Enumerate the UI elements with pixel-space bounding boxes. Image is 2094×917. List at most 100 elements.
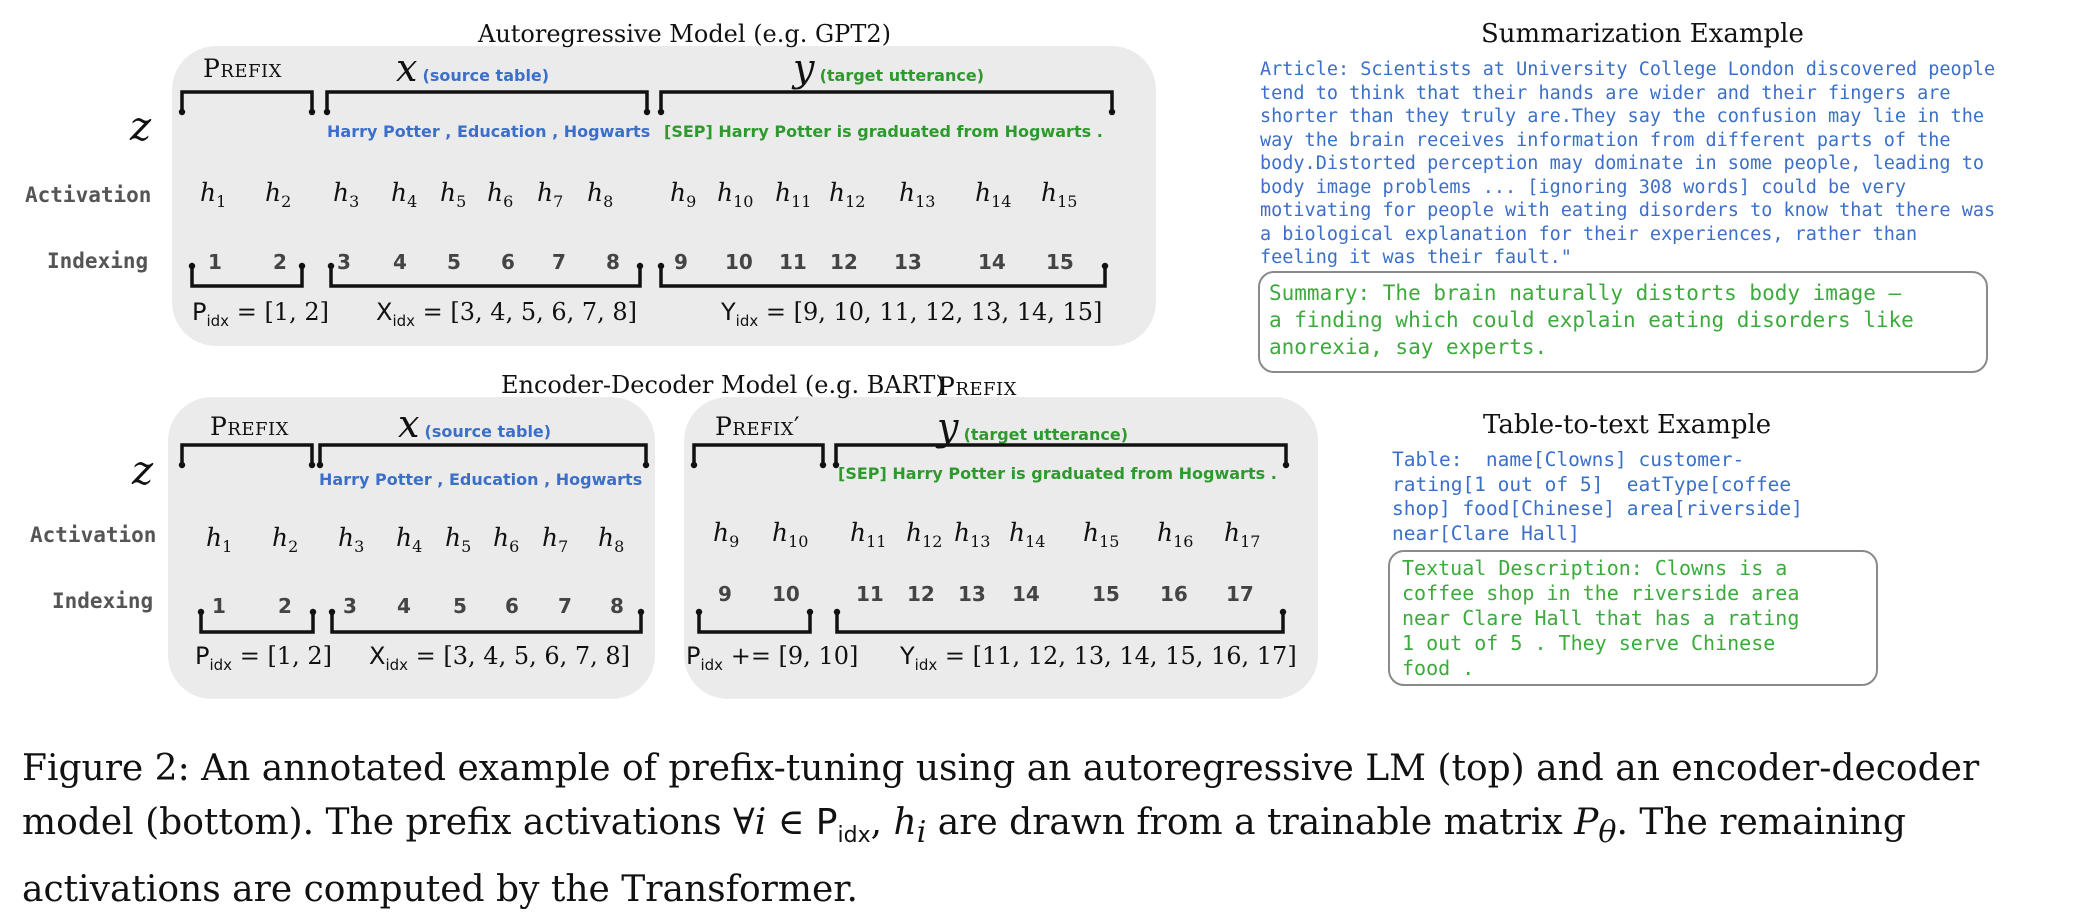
enc-prefix-label: Prefix bbox=[210, 412, 289, 441]
enc-x-heading: x (source table) bbox=[398, 402, 551, 446]
top-x-idx: Xidx = [3, 4, 5, 6, 7, 8] bbox=[376, 298, 638, 330]
activation-h8: h8 bbox=[598, 523, 625, 556]
index-7: 7 bbox=[558, 594, 572, 618]
table2text-heading: Table-to-text Example bbox=[1483, 410, 1772, 440]
index-6: 6 bbox=[505, 594, 519, 618]
top-prefix-bracket-end bbox=[308, 108, 316, 116]
enc-prefix-index-bracket-end bbox=[197, 608, 205, 616]
activation-h5: h5 bbox=[440, 178, 467, 211]
index-3: 3 bbox=[337, 250, 351, 274]
index-7: 7 bbox=[552, 250, 566, 274]
index-11: 11 bbox=[856, 582, 884, 606]
top-activation-label: Activation bbox=[25, 183, 152, 207]
enc-x-index-bracket bbox=[330, 612, 643, 634]
activation-h7: h7 bbox=[537, 178, 564, 211]
activation-h11: h11 bbox=[775, 178, 812, 211]
index-8: 8 bbox=[606, 250, 620, 274]
activation-h13: h13 bbox=[899, 178, 936, 211]
dec-y-index-bracket-end bbox=[1279, 608, 1287, 616]
enc-prefix-bracket bbox=[180, 443, 314, 465]
dec-y-idx: Yidx = [11, 12, 13, 14, 15, 16, 17] bbox=[900, 642, 1297, 674]
activation-h12: h12 bbox=[829, 178, 866, 211]
dec-prefix-index-bracket-end bbox=[695, 608, 703, 616]
index-2: 2 bbox=[273, 250, 287, 274]
autoregressive-panel bbox=[172, 46, 1156, 346]
index-4: 4 bbox=[393, 250, 407, 274]
activation-h15: h15 bbox=[1041, 178, 1078, 211]
index-14: 14 bbox=[978, 250, 1006, 274]
enc-x-index-bracket-end bbox=[637, 608, 645, 616]
autoregressive-title: Autoregressive Model (e.g. GPT2) bbox=[478, 20, 891, 48]
dec-y-bracket bbox=[834, 443, 1288, 465]
dec-y-var: y bbox=[937, 405, 959, 449]
index-9: 9 bbox=[674, 250, 688, 274]
top-x-var: x bbox=[396, 46, 418, 90]
description-box bbox=[1388, 550, 1878, 686]
top-source-tokens: Harry Potter , Education , Hogwarts bbox=[327, 122, 651, 141]
top-x-heading: x (source table) bbox=[396, 46, 549, 90]
table2text-description: Textual Description: Clowns is a coffee … bbox=[1402, 556, 1800, 680]
bottom-activation-label: Activation bbox=[30, 523, 157, 547]
index-4: 4 bbox=[397, 594, 411, 618]
activation-h6: h6 bbox=[493, 523, 520, 556]
activation-h13: h13 bbox=[954, 518, 991, 551]
activation-h11: h11 bbox=[850, 518, 887, 551]
activation-h10: h10 bbox=[717, 178, 754, 211]
encdec-title: Encoder-Decoder Model (e.g. BART) bbox=[501, 371, 945, 399]
enc-x-bracket bbox=[318, 443, 648, 465]
index-14: 14 bbox=[1012, 582, 1040, 606]
enc-prefix-bracket-end bbox=[178, 461, 186, 469]
top-y-idx: Yidx = [9, 10, 11, 12, 13, 14, 15] bbox=[721, 298, 1103, 330]
summarization-article: Article: Scientists at University Colleg… bbox=[1260, 59, 1996, 268]
activation-h17: h17 bbox=[1224, 518, 1261, 551]
activation-h14: h14 bbox=[975, 178, 1012, 211]
dec-prefix-label: Prefix′ bbox=[715, 412, 801, 441]
enc-x-bracket-end bbox=[642, 461, 650, 469]
activation-h5: h5 bbox=[445, 523, 472, 556]
dec-y-index-bracket-end bbox=[833, 608, 841, 616]
index-3: 3 bbox=[343, 594, 357, 618]
decoder-prefix-heading: Prefix bbox=[938, 372, 1017, 401]
index-15: 15 bbox=[1046, 250, 1074, 274]
activation-h4: h4 bbox=[391, 178, 418, 211]
activation-h7: h7 bbox=[542, 523, 569, 556]
top-y-note: (target utterance) bbox=[819, 66, 984, 85]
index-16: 16 bbox=[1160, 582, 1188, 606]
top-y-bracket-end bbox=[1108, 108, 1116, 116]
index-10: 10 bbox=[772, 582, 800, 606]
top-y-index-bracket bbox=[659, 266, 1107, 288]
index-5: 5 bbox=[453, 594, 467, 618]
dec-y-heading: y (target utterance) bbox=[937, 405, 1128, 449]
top-x-index-bracket-end bbox=[327, 262, 335, 270]
index-13: 13 bbox=[958, 582, 986, 606]
top-y-bracket-end bbox=[657, 108, 665, 116]
index-10: 10 bbox=[725, 250, 753, 274]
activation-h14: h14 bbox=[1009, 518, 1046, 551]
activation-h15: h15 bbox=[1083, 518, 1120, 551]
bottom-indexing-label: Indexing bbox=[52, 589, 154, 613]
top-prefix-index-bracket-end bbox=[188, 262, 196, 270]
activation-h8: h8 bbox=[587, 178, 614, 211]
enc-prefix-index-bracket bbox=[199, 612, 315, 634]
activation-h9: h9 bbox=[713, 518, 740, 551]
enc-source-tokens: Harry Potter , Education , Hogwarts bbox=[319, 470, 643, 489]
enc-prefix-bracket-end bbox=[308, 461, 316, 469]
dec-prefix-bracket bbox=[692, 443, 825, 465]
figure-caption: Figure 2: An annotated example of prefix… bbox=[22, 748, 1980, 911]
top-x-bracket-end bbox=[323, 108, 331, 116]
activation-h3: h3 bbox=[333, 178, 360, 211]
activation-h4: h4 bbox=[396, 523, 423, 556]
dec-prefix-bracket-end bbox=[690, 461, 698, 469]
index-12: 12 bbox=[907, 582, 935, 606]
enc-p-idx: Pidx = [1, 2] bbox=[195, 642, 332, 674]
top-z-label: z bbox=[130, 104, 152, 150]
top-prefix-bracket bbox=[180, 90, 314, 112]
table2text-table: Table: name[Clowns] customer- rating[1 o… bbox=[1392, 448, 1803, 545]
top-x-note: (source table) bbox=[422, 66, 550, 85]
activation-h3: h3 bbox=[338, 523, 365, 556]
index-13: 13 bbox=[894, 250, 922, 274]
index-8: 8 bbox=[610, 594, 624, 618]
index-6: 6 bbox=[501, 250, 515, 274]
top-y-heading: y (target utterance) bbox=[793, 46, 984, 90]
top-x-index-bracket bbox=[329, 266, 642, 288]
